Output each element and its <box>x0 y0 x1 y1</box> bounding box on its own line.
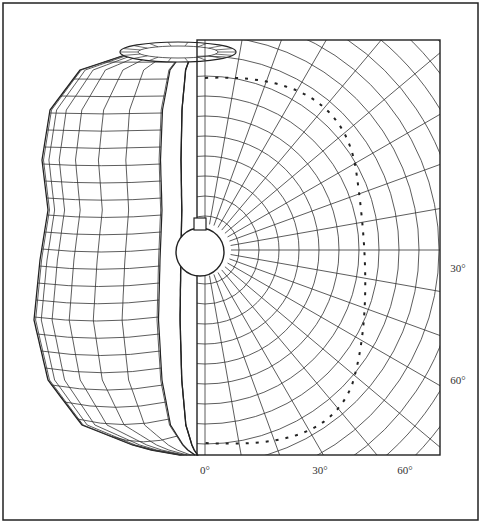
grid-circle <box>197 40 440 455</box>
grid-ray <box>231 250 440 251</box>
grid-ray <box>210 40 275 224</box>
solid-latitude <box>38 283 160 287</box>
grid-ray <box>210 276 275 455</box>
solid-latitude <box>50 113 163 115</box>
solid-latitude <box>45 368 161 373</box>
light-solid <box>34 42 236 455</box>
solid-latitude <box>45 181 162 183</box>
solid-latitude <box>65 402 167 407</box>
rim-hatch <box>185 58 188 62</box>
grid-ray <box>231 181 440 246</box>
rim-hatch <box>185 42 188 46</box>
rim-hatch <box>216 49 233 50</box>
grid-circle <box>197 40 439 455</box>
angle-label: 30° <box>311 464 328 476</box>
grid-ray <box>222 270 440 455</box>
polar-grid <box>197 40 440 455</box>
grid-ray <box>222 40 440 230</box>
lamp-cap <box>194 218 206 230</box>
angle-label: 60° <box>449 374 466 386</box>
solid-latitude <box>37 334 159 338</box>
solid-meridian <box>69 50 184 455</box>
rim-hatch <box>198 43 207 46</box>
rim-hatch <box>149 57 158 60</box>
solid-latitude <box>47 215 162 217</box>
grid-ray <box>228 263 440 450</box>
grid-ray <box>225 40 440 233</box>
lamp-bulb <box>176 228 224 276</box>
rim-hatch <box>216 54 233 55</box>
solid-latitude <box>110 436 178 442</box>
solid-latitude <box>44 147 161 148</box>
solid-outline <box>34 50 198 455</box>
rim-hatch <box>123 49 140 50</box>
rim-hatch <box>209 46 223 49</box>
grid-circle <box>197 40 440 455</box>
angle-label: 30° <box>449 262 466 274</box>
grid-ray <box>228 50 440 237</box>
solid-latitude <box>34 317 158 321</box>
solid-latitude <box>36 300 159 304</box>
grid-ray <box>231 255 440 320</box>
grid-border <box>197 40 440 455</box>
solid-latitude <box>73 79 168 80</box>
angle-label: 60° <box>396 464 413 476</box>
grid-circle <box>197 40 440 455</box>
solid-latitude <box>61 96 166 98</box>
rim-hatch <box>168 58 171 62</box>
solid-latitude <box>52 385 163 390</box>
grid-ray <box>229 113 440 241</box>
solid-latitude <box>42 249 161 252</box>
solid-meridian <box>36 50 181 455</box>
rim-hatch <box>149 43 158 46</box>
intensity-curve <box>205 78 365 444</box>
solid-latitude <box>41 351 160 356</box>
grid-circle <box>197 40 440 455</box>
grid-ray <box>214 40 342 226</box>
grid-circle <box>197 40 440 455</box>
rim-hatch <box>168 42 171 46</box>
solid-meridian <box>93 50 187 455</box>
solid-latitude <box>47 198 162 200</box>
rim-hatch <box>120 52 138 53</box>
solid-latitude <box>39 266 159 269</box>
top-rim <box>120 42 236 62</box>
grid-ray <box>205 40 206 224</box>
grid-ray <box>214 274 342 455</box>
rim-hatch <box>134 46 148 49</box>
rim-hatch <box>218 52 236 53</box>
grid-ray <box>205 276 206 455</box>
grid-ray <box>218 40 405 227</box>
grid-circle <box>197 40 440 455</box>
solid-latitude <box>78 419 170 425</box>
solid-latitude <box>43 164 161 166</box>
rim-hatch <box>123 54 140 55</box>
solid-latitude <box>47 130 162 131</box>
angle-label: 0° <box>199 464 211 476</box>
rim-hatch <box>134 56 148 59</box>
grid-ray <box>225 267 440 455</box>
solid-latitude <box>45 232 162 235</box>
rim-hatch <box>198 57 207 60</box>
